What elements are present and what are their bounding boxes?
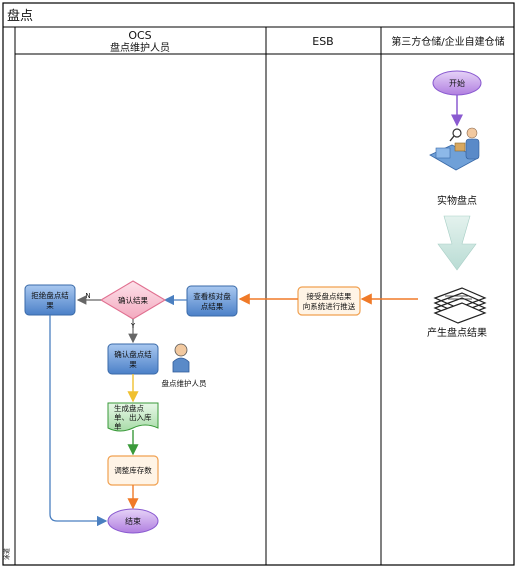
check-result-line2: 点结果	[201, 301, 224, 311]
esb-receive-box	[297, 286, 361, 316]
edge-no-label: N	[85, 292, 90, 300]
side-label: 泳道	[3, 548, 11, 560]
lane-ocs-subtitle: 盘点维护人员	[110, 41, 170, 54]
big-down-arrow	[437, 215, 477, 271]
person-label: 盘点维护人员	[162, 378, 207, 388]
generate-line2: 单、出入库	[114, 412, 152, 422]
esb-receive-line1: 接受盘点结果	[307, 291, 352, 301]
check-result-box	[186, 285, 238, 317]
confirm-result-line1: 确认盘点结	[114, 349, 152, 359]
lane-esb-title: ESB	[312, 35, 333, 48]
adjust-stock-label: 调整库存数	[114, 465, 152, 475]
edge-yes-label: Y	[130, 322, 136, 330]
reject-result-line1: 拒绝盘点结	[31, 290, 69, 300]
edge-reject-to-end	[49, 315, 108, 527]
lane-ocs-title: OCS	[128, 29, 151, 42]
produce-result-label: 产生盘点结果	[427, 326, 487, 339]
decision-label: 确认结果	[118, 295, 148, 305]
end-label: 结束	[125, 516, 141, 526]
start-label: 开始	[449, 78, 465, 88]
esb-receive-line2: 向系统进行推送	[303, 301, 356, 311]
generate-doc-shape	[107, 402, 159, 432]
physical-count-label: 实物盘点	[437, 194, 477, 207]
lane-warehouse-title: 第三方仓储/企业自建仓储	[391, 35, 504, 48]
generate-line1: 生成盘点	[114, 403, 144, 413]
confirm-result-box	[107, 343, 159, 375]
maintainer-person-icon	[172, 343, 190, 373]
generate-line3: 单	[114, 421, 122, 431]
confirm-result-line2: 果	[129, 360, 137, 369]
warehouse-worker-icon	[429, 127, 480, 171]
reject-result-box	[24, 284, 76, 316]
reject-result-line2: 果	[46, 301, 54, 310]
document-stack-icon	[433, 287, 487, 324]
check-result-line1: 查看核对盘	[193, 291, 231, 301]
end-node	[107, 508, 159, 534]
diagram-title: 盘点	[7, 8, 33, 24]
